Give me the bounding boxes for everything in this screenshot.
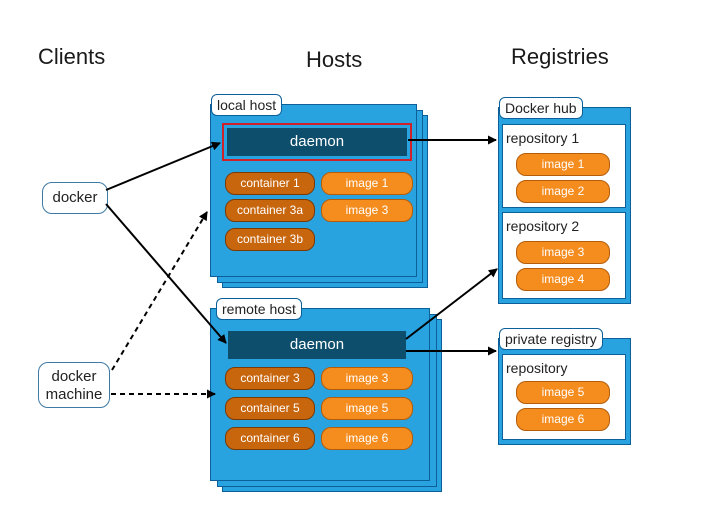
remote-daemon: daemon [228,331,406,359]
local-container: container 3b [225,228,315,251]
private-image: image 6 [516,408,610,431]
remote-host-label: remote host [216,298,302,320]
docker-machine-line1: docker [51,368,97,385]
arrow-remote-daemon-to-hub [405,268,498,340]
remote-image: image 3 [321,367,413,390]
remote-image: image 6 [321,427,413,450]
local-container: container 3a [225,199,315,222]
docker-client: docker [42,182,108,214]
hosts-title: Hosts [306,47,363,72]
hub-image: image 2 [516,180,610,203]
repository-1-label: repository 1 [506,130,580,146]
docker-hub-label: Docker hub [499,97,583,119]
arrow-docker-to-local-daemon [105,141,221,191]
clients-title: Clients [38,44,106,69]
registries-title: Registries [511,44,609,69]
repository-2-label: repository 2 [506,218,580,234]
remote-container: container 6 [225,427,315,450]
arrow-docker-to-remote-daemon [105,203,227,344]
hub-image: image 4 [516,268,610,291]
arrow-machine-to-local-host [111,211,208,371]
local-image: image 3 [321,199,413,222]
local-daemon: daemon [227,128,407,156]
local-image: image 1 [321,172,413,195]
private-repository-label: repository [506,360,568,376]
docker-machine-client: docker machine [38,362,110,408]
private-registry-label: private registry [499,328,603,350]
private-image: image 5 [516,381,610,404]
docker-machine-line2: machine [45,386,103,403]
hub-image: image 3 [516,241,610,264]
local-daemon-highlight [222,123,412,161]
remote-container: container 3 [225,367,315,390]
local-container: container 1 [225,172,315,195]
local-host-label: local host [211,94,283,116]
hub-image: image 1 [516,153,610,176]
remote-container: container 5 [225,397,315,420]
remote-image: image 5 [321,397,413,420]
